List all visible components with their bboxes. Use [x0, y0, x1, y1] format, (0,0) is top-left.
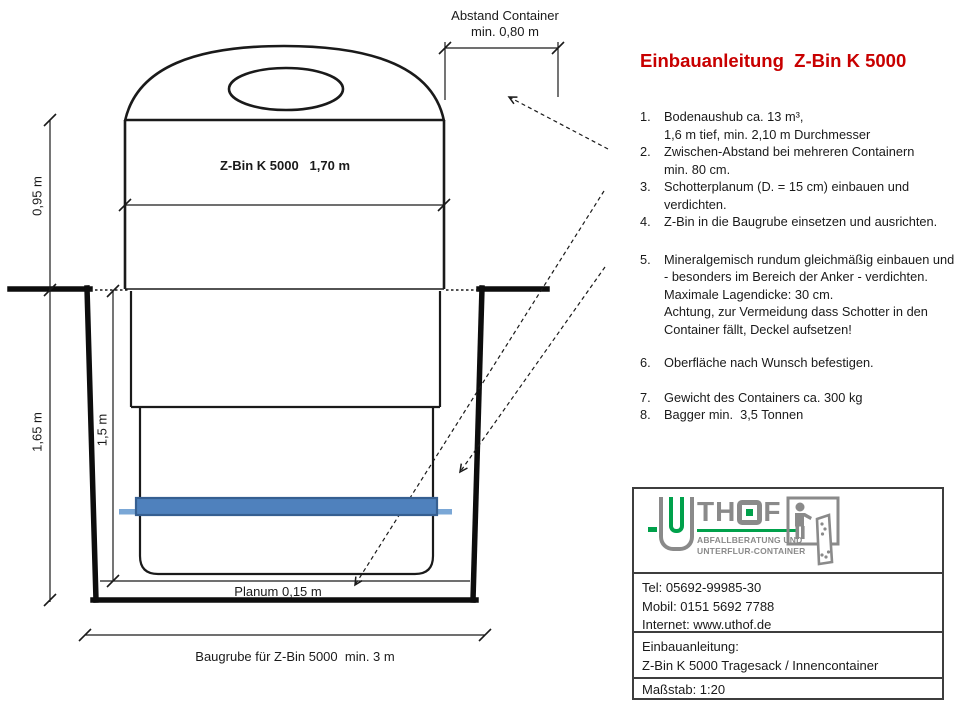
item-text: Mineralgemisch rundum gleichmäßig einbau… [664, 251, 955, 337]
dim-label-abstand-container: Abstand Container min. 0,80 m [451, 8, 559, 39]
item-text: Z-Bin in die Baugrube einsetzen und ausr… [664, 214, 938, 229]
logo-underline [697, 529, 797, 532]
dimension-lines [49, 42, 559, 636]
instruction-item-7: 7. Gewicht des Containers ca. 300 kg [640, 389, 960, 407]
dim-label-baugrube: Baugrube für Z-Bin 5000 min. 3 m [195, 649, 395, 664]
instruction-list: 1. Bodenaushub ca. 13 m³, 1,6 m tief, mi… [640, 108, 960, 424]
brand-text-th: TH [697, 496, 737, 527]
item-text: Bagger min. 3,5 Tonnen [664, 407, 804, 422]
item-number: 2. [640, 144, 651, 159]
document-title: Einbauanleitung: Z-Bin K 5000 Tragesack … [634, 631, 942, 677]
scale-label: Maßstab: 1:20 [634, 677, 942, 698]
instruction-item-8: 8. Bagger min. 3,5 Tonnen [640, 406, 960, 424]
item-number: 7. [640, 389, 651, 405]
item-number: 4. [640, 214, 651, 229]
logo-section: TH F ABFALLBERATUNG UND UNTERFLUR-CONTAI… [634, 489, 942, 572]
uthof-logo: TH F ABFALLBERATUNG UND UNTERFLUR-CONTAI… [648, 497, 805, 556]
dim-label-above-ground: 0,95 m [29, 176, 45, 216]
logo-tagline: ABFALLBERATUNG UND UNTERFLUR-CONTAINER [697, 535, 806, 556]
instruction-item-3: 3. Schotterplanum (D. = 15 cm) einbauen … [640, 178, 960, 213]
annotation-arrows [355, 97, 609, 585]
item-text: Zwischen-Abstand bei mehreren Containern… [664, 144, 915, 177]
instruction-item-6: 6. Oberfläche nach Wunsch befestigen. [640, 354, 960, 372]
item-number: 6. [640, 355, 651, 370]
pit-outline [7, 285, 550, 603]
item-text: Bodenaushub ca. 13 m³, 1,6 m tief, min. … [664, 109, 871, 142]
item-number: 8. [640, 407, 651, 422]
title-block: TH F ABFALLBERATUNG UND UNTERFLUR-CONTAI… [632, 487, 944, 700]
tidyman-pictogram-icon [786, 496, 840, 566]
logo-dash-icon [648, 527, 657, 532]
instruction-item-1: 1. Bodenaushub ca. 13 m³, 1,6 m tief, mi… [640, 108, 960, 143]
item-number: 5. [640, 251, 651, 267]
instruction-item-5: 5. Mineralgemisch rundum gleichmäßig ein… [640, 251, 960, 339]
item-text: Oberfläche nach Wunsch befestigen. [664, 355, 874, 370]
item-number: 3. [640, 179, 651, 194]
item-text: Schotterplanum (D. = 15 cm) einbauen und… [664, 179, 910, 212]
support-bar [119, 496, 452, 517]
dim-label-pit-depth: 1,65 m [29, 412, 45, 452]
item-number: 1. [640, 109, 651, 124]
uthof-u-icon [659, 497, 694, 551]
dim-label-container-depth: 1,5 m [94, 413, 110, 447]
dimension-ticks [43, 41, 565, 642]
brand-text-f: F [763, 496, 782, 527]
container-size-label: Z-Bin K 5000 1,70 m [219, 158, 351, 173]
instruction-item-2: 2. Zwischen-Abstand bei mehreren Contain… [640, 143, 960, 178]
item-text: Gewicht des Containers ca. 300 kg [664, 389, 863, 405]
logo-o-icon [737, 499, 763, 525]
planum-label: Planum 0,15 m [234, 584, 322, 599]
container-outline [123, 44, 446, 576]
contact-info: Tel: 05692-99985-30 Mobil: 0151 5692 778… [634, 572, 942, 632]
page-title: Einbauanleitung Z-Bin K 5000 [640, 50, 907, 71]
instruction-item-4: 4. Z-Bin in die Baugrube einsetzen und a… [640, 213, 960, 231]
